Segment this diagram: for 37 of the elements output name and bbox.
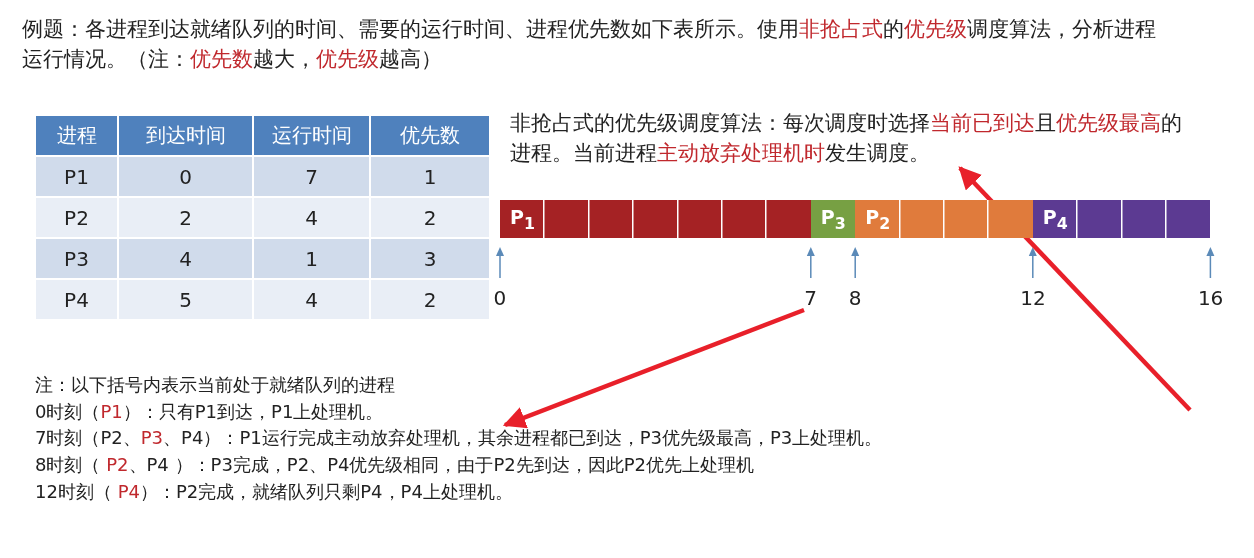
table-cell: 1 bbox=[370, 156, 490, 197]
note-line: 7时刻（P2、P3、P4）：P1运行完成主动放弃处理机，其余进程都已到达，P3优先级最高，P3上处理机。 bbox=[35, 425, 883, 450]
table-cell: P1 bbox=[35, 156, 118, 197]
gantt-bar-segment: P$_{2}$ bbox=[855, 200, 1033, 238]
table-cell: 0 bbox=[118, 156, 253, 197]
gantt-bar-segment: P$_{1}$ bbox=[500, 200, 811, 238]
table-header-cell: 进程 bbox=[35, 115, 118, 156]
table-cell: 2 bbox=[118, 197, 253, 238]
table-cell: 4 bbox=[253, 279, 370, 320]
table-cell: 2 bbox=[370, 197, 490, 238]
table-cell: 5 bbox=[118, 279, 253, 320]
table-cell: 4 bbox=[253, 197, 370, 238]
question-text: 例题：各进程到达就绪队列的时间、需要的运行时间、进程优先数如下表所示。使用非抢占式的优先级调度算法，分析进程运行情况。（注：优先数越大，优先级越高） bbox=[22, 16, 1157, 73]
table-cell: 1 bbox=[253, 238, 370, 279]
note-heading: 注：以下括号内表示当前处于就绪队列的进程 bbox=[35, 373, 395, 397]
arrow bbox=[502, 307, 805, 429]
table-cell: 3 bbox=[370, 238, 490, 279]
gantt-bar-segment: P$_{3}$ bbox=[810, 200, 856, 238]
note-line: 12时刻（ P4）：P2完成，就绪队列只剩P4，P4上处理机。 bbox=[35, 480, 513, 504]
note-line: 0时刻（P1）：只有P1到达，P1上处理机。 bbox=[35, 400, 384, 424]
table-header-cell: 优先数 bbox=[370, 115, 490, 156]
tick-label: 0 bbox=[493, 286, 507, 310]
tick-label: 8 bbox=[848, 286, 862, 310]
note-line: 8时刻（ P2、P4 ）：P3完成，P2、P4优先级相同，由于P2先到达，因此P2优先上处理机 bbox=[35, 453, 755, 477]
tick-label: 12 bbox=[1020, 286, 1046, 310]
table-cell: 7 bbox=[253, 156, 370, 197]
table-header-cell: 运行时间 bbox=[253, 115, 370, 156]
gantt-bar-segment: P$_{4}$ bbox=[1032, 200, 1211, 238]
tick-label: 7 bbox=[804, 286, 818, 310]
table-header-cell: 到达时间 bbox=[118, 115, 253, 156]
table-cell: 2 bbox=[370, 279, 490, 320]
table-cell: P4 bbox=[35, 279, 118, 320]
table-cell: P2 bbox=[35, 197, 118, 238]
table-cell: 4 bbox=[118, 238, 253, 279]
table-cell: P3 bbox=[35, 238, 118, 279]
rule-text: 非抢占式的优先级调度算法：每次调度时选择当前已到达且优先级最高的进程。当前进程主动放弃处理机时发生调度。 bbox=[510, 108, 1190, 168]
tick-label: 16 bbox=[1197, 286, 1224, 310]
